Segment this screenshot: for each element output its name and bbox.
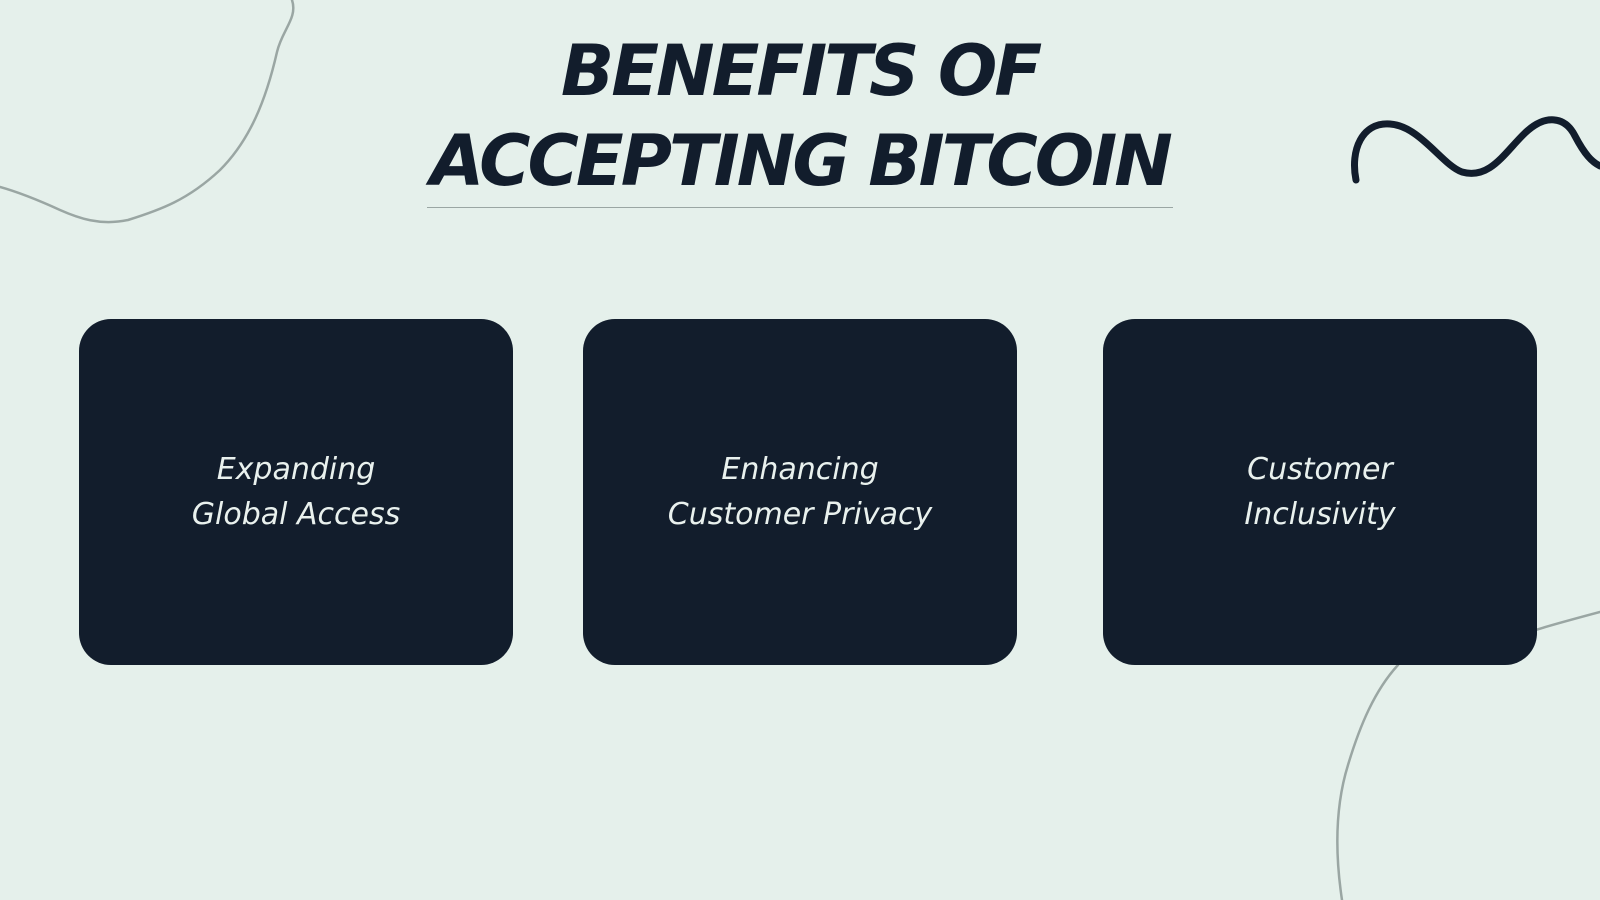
title-line-2: ACCEPTING BITCOIN [430, 120, 1173, 202]
title-line-1: BENEFITS OF [560, 30, 1042, 112]
benefit-card-label: Customer Inclusivity [1244, 452, 1396, 532]
title-underline [427, 207, 1173, 208]
benefit-card-label: Enhancing Customer Privacy [667, 452, 933, 532]
benefit-card-customer-privacy: Enhancing Customer Privacy [583, 319, 1017, 665]
benefit-card-label: Expanding Global Access [191, 452, 401, 532]
benefit-card-global-access: Expanding Global Access [79, 319, 513, 665]
slide-title: BENEFITS OF ACCEPTING BITCOIN [0, 26, 1600, 206]
benefit-card-customer-inclusivity: Customer Inclusivity [1103, 319, 1537, 665]
